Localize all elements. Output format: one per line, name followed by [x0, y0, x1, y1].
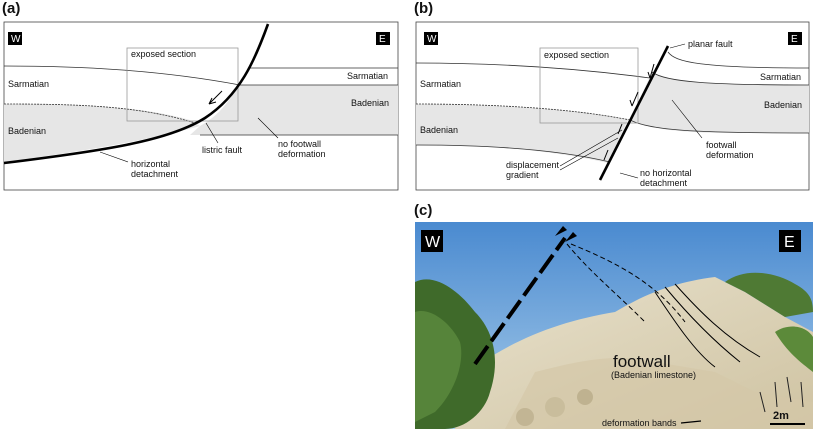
- footwall-deformation-line1: footwall: [706, 140, 737, 150]
- deformation-bands-label: deformation bands: [602, 418, 677, 428]
- listric-fault-label: listric fault: [202, 145, 243, 155]
- west-label: W: [11, 34, 21, 45]
- no-horizontal-detachment-line2: detachment: [640, 178, 688, 188]
- panel-c-photo: W E footwall (Badenian limestone) deform…: [415, 222, 813, 429]
- sarmatian-left-label: Sarmatian: [420, 79, 461, 89]
- planar-fault-line: [598, 45, 670, 181]
- scale-label: 2m: [773, 410, 789, 422]
- east-badge: [779, 230, 801, 252]
- panel-a-diagram: W E exposed section Sarmatian Sarmatian …: [3, 21, 399, 191]
- east-badge: [376, 32, 390, 45]
- exposed-section-label: exposed section: [131, 49, 196, 59]
- west-label: W: [425, 234, 441, 251]
- panel-b-label: (b): [414, 0, 434, 17]
- panel-b-diagram: W E exposed section planar fault Sarmati…: [415, 21, 810, 191]
- displacement-gradient-line1: displacement: [506, 160, 560, 170]
- badenian-left-label: Badenian: [8, 126, 46, 136]
- fault-trace: [473, 236, 567, 366]
- no-footwall-deformation-line2: deformation: [278, 149, 326, 159]
- sarmatian-right-label: Sarmatian: [347, 71, 388, 81]
- footwall-label: footwall: [613, 352, 671, 371]
- east-label: E: [379, 34, 386, 45]
- badenian-limestone-label: (Badenian limestone): [611, 370, 696, 380]
- no-horizontal-detachment-line1: no horizontal: [640, 168, 692, 178]
- no-footwall-deformation-line1: no footwall: [278, 139, 321, 149]
- displacement-gradient-line2: gradient: [506, 170, 539, 180]
- west-badge: [424, 32, 438, 45]
- east-label: E: [784, 234, 795, 251]
- panel-c-label: (c): [414, 202, 433, 219]
- east-label: E: [791, 34, 798, 45]
- east-badge: [788, 32, 802, 45]
- west-badge: [8, 32, 22, 45]
- horizontal-detachment-line2: detachment: [131, 169, 179, 179]
- exposed-section-label: exposed section: [544, 50, 609, 60]
- panel-a-label: (a): [2, 0, 21, 17]
- listric-fault-line: [3, 23, 270, 165]
- west-label: W: [427, 34, 437, 45]
- badenian-left-label: Badenian: [420, 125, 458, 135]
- badenian-right-label: Badenian: [764, 100, 802, 110]
- sarmatian-right-label: Sarmatian: [760, 72, 801, 82]
- badenian-right-label: Badenian: [351, 98, 389, 108]
- footwall-deformation-line2: deformation: [706, 150, 754, 160]
- planar-fault-label: planar fault: [688, 39, 733, 49]
- horizontal-detachment-line1: horizontal: [131, 159, 170, 169]
- west-badge: [421, 230, 443, 252]
- sarmatian-left-label: Sarmatian: [8, 79, 49, 89]
